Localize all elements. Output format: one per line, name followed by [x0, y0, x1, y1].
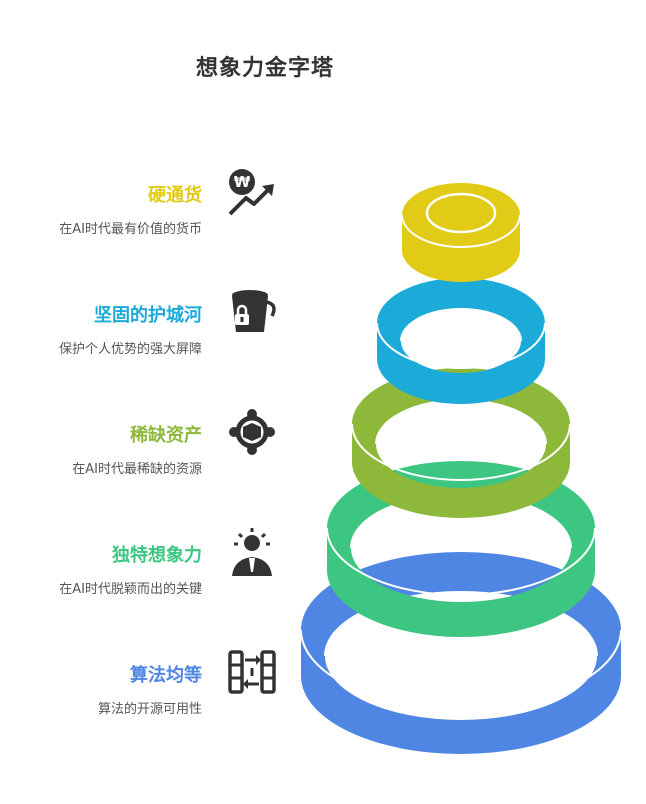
locked-bucket-icon — [226, 286, 278, 338]
tier-description: 在AI时代最有价值的货币 — [59, 222, 202, 237]
tier-description: 保护个人优势的强大屏障 — [58, 342, 202, 357]
tier-description: 算法的开源可用性 — [97, 702, 202, 717]
tier-heading: 稀缺资产 — [130, 425, 202, 446]
tier-heading: 硬通货 — [148, 185, 202, 206]
ring-moat — [376, 278, 546, 404]
svg-text:₩: ₩ — [234, 173, 251, 191]
ring-hard-currency — [401, 183, 521, 282]
equal-columns-icon — [226, 646, 278, 698]
network-hub-icon — [226, 406, 278, 458]
tier-heading: 独特想象力 — [112, 545, 202, 566]
tier-heading: 坚固的护城河 — [94, 305, 202, 326]
tier-description: 在AI时代脱颖而出的关键 — [59, 582, 202, 597]
tier-heading: 算法均等 — [130, 665, 202, 686]
won-growth-icon: ₩ — [226, 166, 278, 218]
diagram-title: 想象力金字塔 — [196, 56, 335, 81]
idea-person-icon — [226, 526, 278, 578]
tier-description: 在AI时代最稀缺的资源 — [72, 462, 202, 477]
